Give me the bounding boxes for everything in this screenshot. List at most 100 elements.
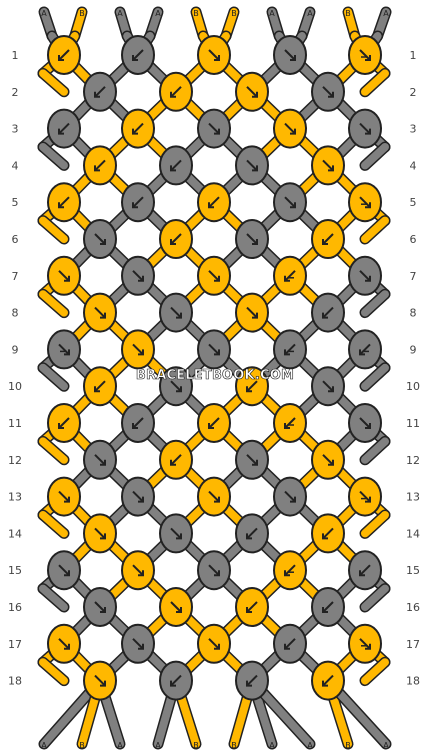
knot-arrowhead-icon <box>322 312 328 319</box>
knot <box>121 476 155 517</box>
knot <box>197 182 231 223</box>
knot-arrow-icon <box>132 270 144 282</box>
knot-arrowhead-icon <box>214 349 220 356</box>
row-number-right: 13 <box>406 491 420 504</box>
knot <box>121 108 155 149</box>
knot-arrow-icon <box>58 564 70 576</box>
knot <box>159 587 193 627</box>
knot <box>47 476 81 517</box>
top-strand-label: B <box>193 9 199 18</box>
edge-thread <box>361 143 389 170</box>
row-number-right: 15 <box>406 564 420 577</box>
knot-arrow-icon <box>170 306 182 319</box>
knot-arrowhead-icon <box>284 643 290 650</box>
knot-arrow-icon <box>170 380 182 392</box>
knot <box>83 587 117 627</box>
row-number-right: 14 <box>406 527 420 540</box>
top-strand-label: B <box>79 9 85 18</box>
edge-thread <box>39 216 68 243</box>
knot <box>273 329 307 370</box>
bottom-strand-label: B <box>193 741 199 750</box>
edge-thread <box>361 69 389 96</box>
knot <box>273 550 307 591</box>
knot <box>273 35 307 75</box>
row-number-right: 5 <box>410 196 417 209</box>
knot-arrowhead-icon <box>64 349 70 356</box>
row-number-left: 12 <box>8 454 22 467</box>
knot-arrow-icon <box>170 527 182 540</box>
row-number-right: 17 <box>406 638 420 651</box>
knot <box>273 108 307 149</box>
knot <box>235 439 269 480</box>
knot-arrow-icon <box>132 343 144 356</box>
watermark: BRACELETBOOK.COM <box>135 368 295 384</box>
knot <box>197 255 231 296</box>
knot-arrow-icon <box>284 638 296 650</box>
knot <box>121 329 155 370</box>
knot <box>121 182 155 223</box>
knot-arrow-icon <box>284 122 296 135</box>
knot-arrowhead-icon <box>64 570 70 577</box>
knot-arrowhead-icon <box>214 570 220 577</box>
knot <box>311 366 345 407</box>
knot-arrowhead-icon <box>170 680 176 687</box>
knot-arrowhead-icon <box>132 55 138 61</box>
knot-arrowhead-icon <box>328 459 334 466</box>
knot-arrow-icon <box>58 122 70 135</box>
knot <box>47 403 81 443</box>
knot-arrowhead-icon <box>365 496 371 503</box>
knot <box>121 403 155 443</box>
edge-thread <box>39 69 68 96</box>
knot <box>235 219 269 259</box>
row-number-left: 4 <box>12 159 19 172</box>
knot-arrowhead-icon <box>252 165 258 172</box>
edge-thread <box>361 658 389 685</box>
knot-arrowhead-icon <box>214 643 220 650</box>
knot-arrowhead-icon <box>100 239 106 245</box>
knot <box>159 366 193 407</box>
knot <box>83 513 117 554</box>
knot-arrowhead-icon <box>246 607 252 613</box>
bottom-strand-label: A <box>269 741 275 750</box>
knot-arrowhead-icon <box>359 349 365 356</box>
knot-arrow-icon <box>94 674 106 687</box>
bottom-strand-label: A <box>383 741 389 750</box>
knot <box>235 587 269 627</box>
edge-thread <box>361 437 389 464</box>
knot <box>311 439 345 480</box>
knot-arrowhead-icon <box>290 55 296 61</box>
knot-arrow-icon <box>170 454 182 466</box>
knot <box>273 623 307 664</box>
knot <box>311 587 345 627</box>
top-strand-label: A <box>155 9 161 18</box>
knot <box>83 366 117 407</box>
knot-arrowhead-icon <box>284 423 290 429</box>
knot <box>348 623 382 664</box>
knot-arrow-icon <box>58 490 70 503</box>
knot-arrow-icon <box>284 196 296 208</box>
row-number-right: 7 <box>410 270 417 283</box>
knot <box>311 145 345 186</box>
knot-arrowhead-icon <box>176 533 182 540</box>
row-number-right: 11 <box>406 417 420 430</box>
knot-arrow-icon <box>322 159 334 172</box>
knot <box>159 292 193 333</box>
edge-thread <box>39 658 68 685</box>
top-strand-label: B <box>231 9 237 18</box>
knot <box>159 219 193 259</box>
row-number-left: 7 <box>12 270 19 283</box>
knot-arrow-icon <box>359 122 371 135</box>
knot <box>47 108 81 149</box>
knot <box>311 219 345 259</box>
knot <box>348 476 382 517</box>
knot <box>159 71 193 112</box>
bottom-strand-label: A <box>117 741 123 750</box>
knot-arrowhead-icon <box>170 459 176 466</box>
knot-arrow-icon <box>170 86 182 98</box>
knot-arrow-icon <box>359 196 371 208</box>
knot-arrowhead-icon <box>100 533 106 540</box>
knot <box>197 35 231 75</box>
knot-grid <box>47 35 382 701</box>
knot-arrowhead-icon <box>365 423 371 429</box>
